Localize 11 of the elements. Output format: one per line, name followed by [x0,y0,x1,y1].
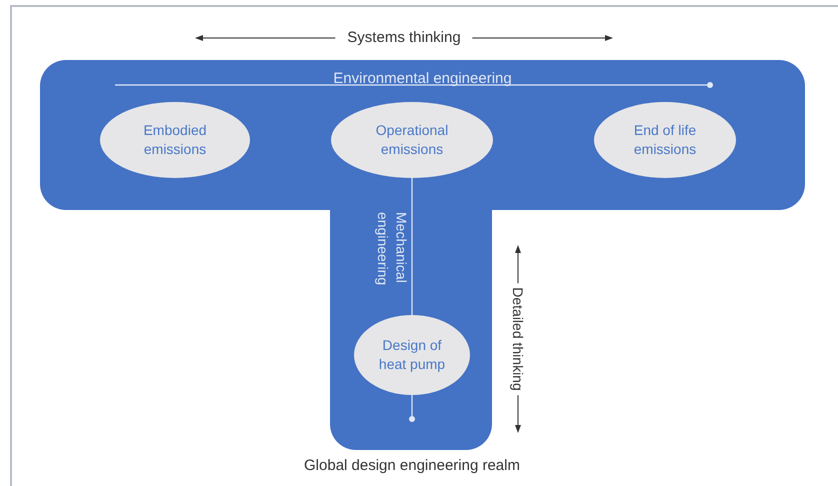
span-label: Detailed thinking [510,283,526,395]
band-region [330,210,492,450]
band-title: Mechanical engineering [374,212,410,288]
ellipse-node: Embodied emissions [100,102,250,178]
ellipse-node: Design of heat pump [354,315,470,395]
band-region [40,60,805,210]
span-label: Systems thinking [335,29,473,46]
ellipse-node: Operational emissions [331,102,493,178]
connector-line [411,178,413,315]
band-title: Environmental engineering [333,70,512,87]
ellipse-node: End of life emissions [594,102,736,178]
